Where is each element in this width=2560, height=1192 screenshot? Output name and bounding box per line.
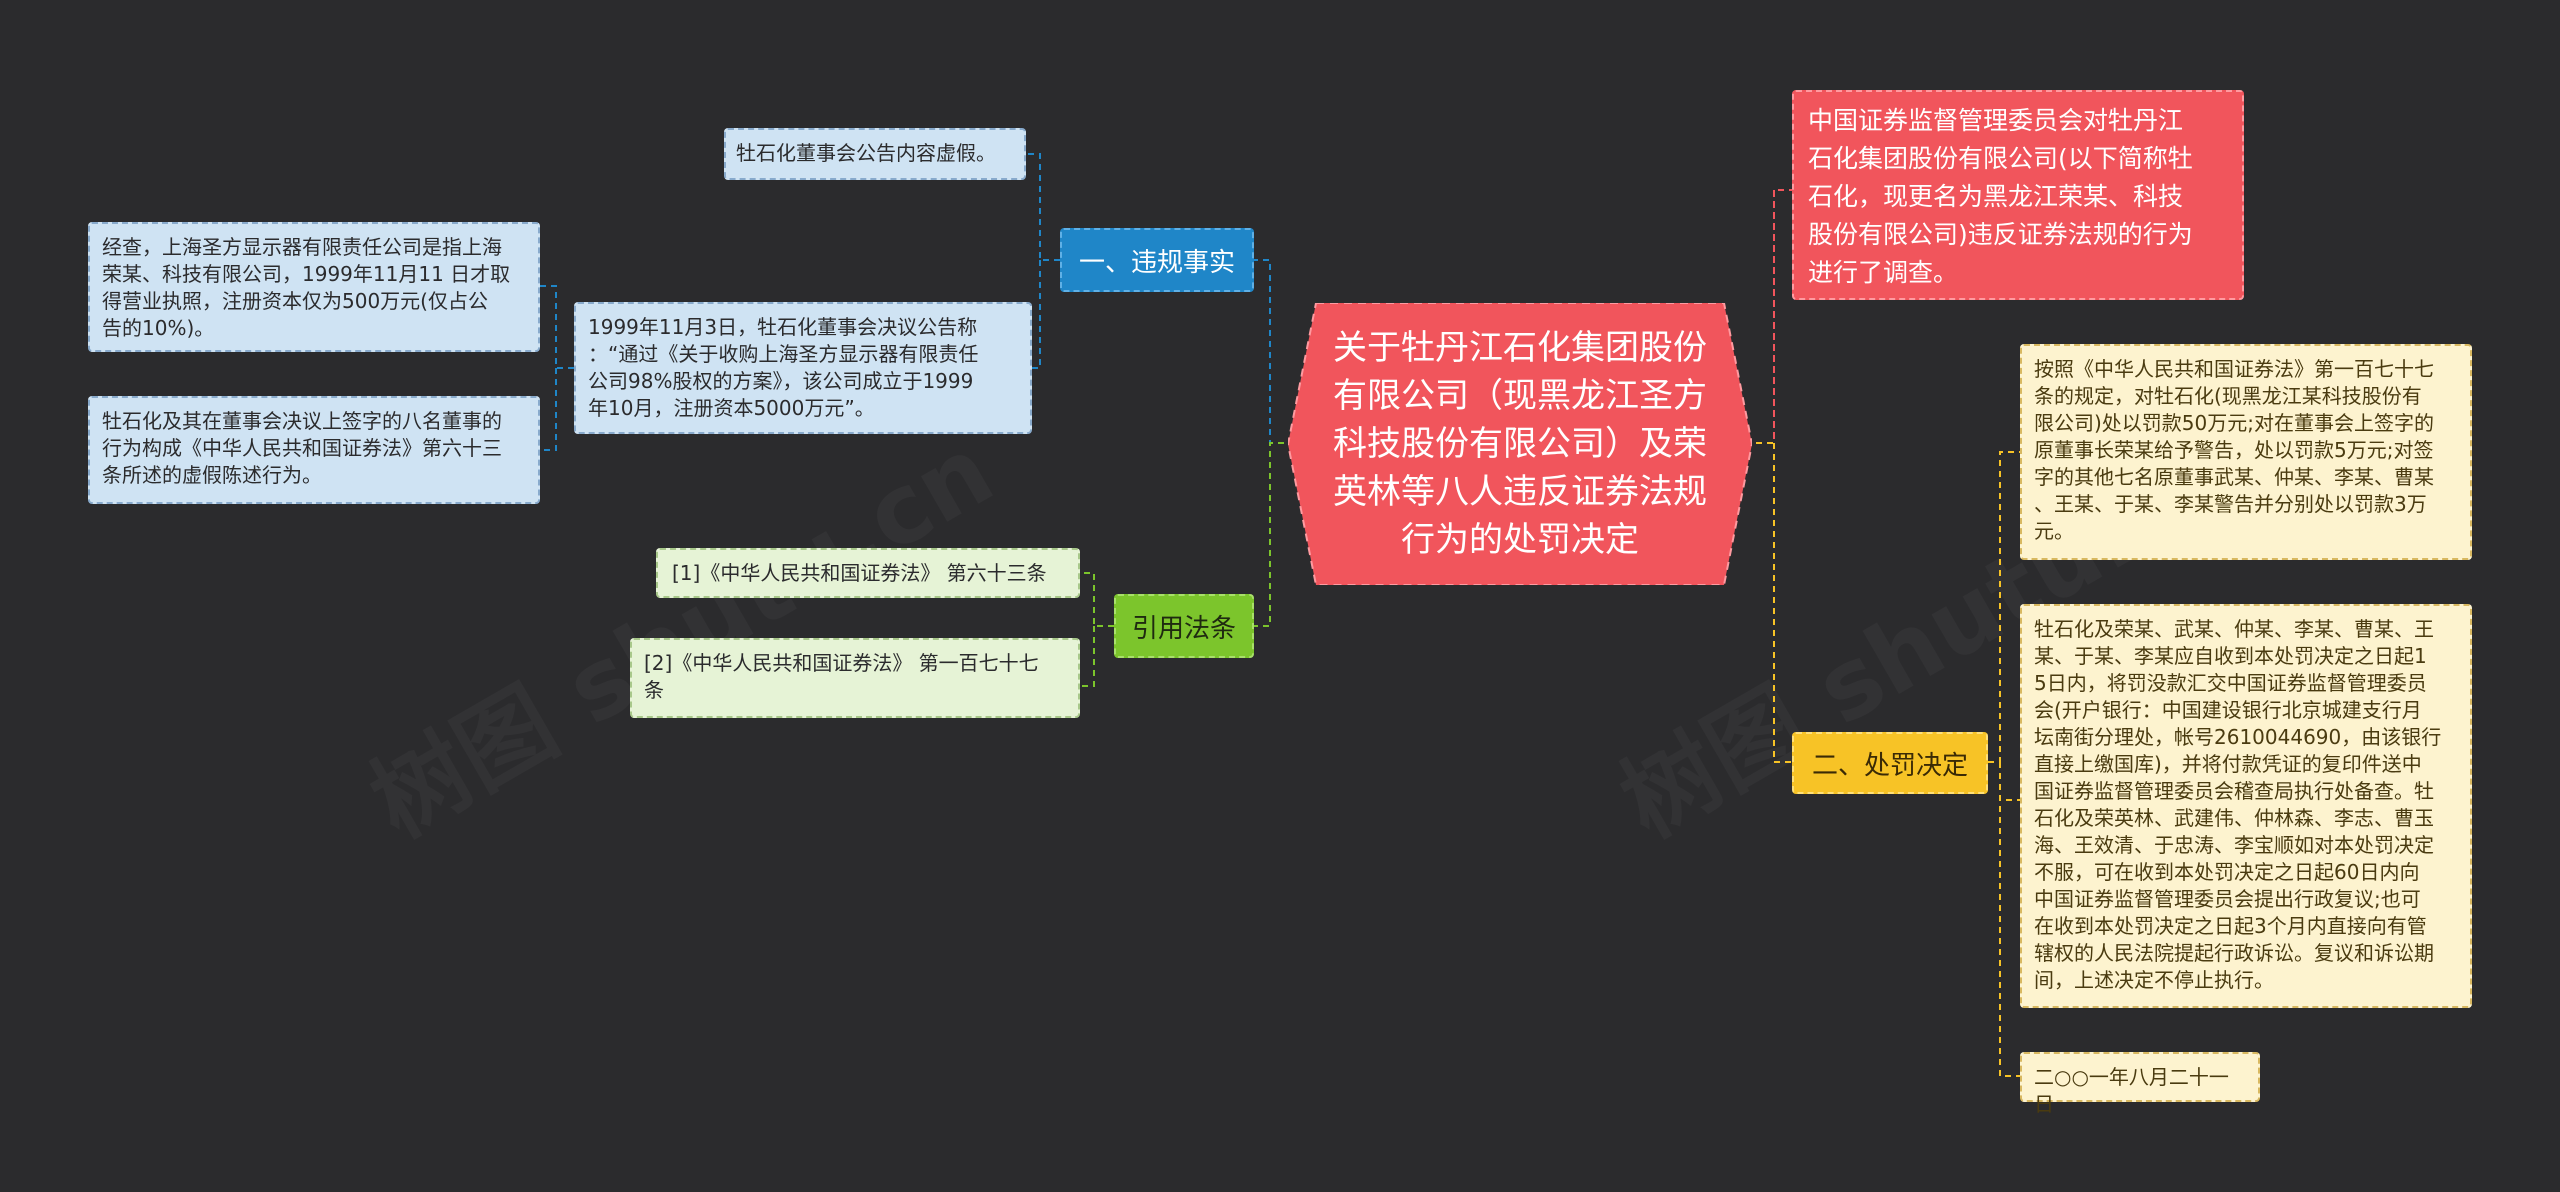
connector-central-right-yellow <box>1756 442 1792 763</box>
branch-facts-label: 一、违规事实 <box>1078 247 1235 278</box>
decision-item-fines[interactable]: 按照《中华人民共和国证券法》第一百七十七 条的规定，对牡石化(现黑龙江某科技股份… <box>2020 344 2472 560</box>
connector-central-facts <box>1254 259 1284 444</box>
decision-item-date[interactable]: 二○○一年八月二十一日 <box>2020 1052 2260 1116</box>
facts-item-resolution[interactable]: 1999年11月3日，牡石化董事会决议公告称 ：“通过《关于收购上海圣方显示器有… <box>574 302 1032 434</box>
connector-central-laws <box>1254 442 1284 627</box>
facts-subitem-investigation[interactable]: 经查，上海圣方显示器有限责任公司是指上海 荣某、科技有限公司，1999年11月1… <box>88 222 540 352</box>
branch-decision[interactable]: 二、处罚决定 <box>1792 732 1988 794</box>
connector-decision-items <box>1988 451 2020 1077</box>
decision-item-payment[interactable]: 牡石化及荣某、武某、仲某、李某、曹某、王 某、于某、李某应自收到本处罚决定之日起… <box>2020 604 2472 1008</box>
connector-facts-subitems <box>540 285 574 451</box>
connector-laws-items <box>1080 572 1114 687</box>
branch-decision-label: 二、处罚决定 <box>1811 750 1968 781</box>
branch-facts[interactable]: 一、违规事实 <box>1060 228 1254 292</box>
central-topic[interactable]: 关于牡丹江石化集团股份有限公司（现黑龙江圣方科技股份有限公司）及荣英林等八人违反… <box>1288 303 1752 585</box>
branch-laws[interactable]: 引用法条 <box>1114 594 1254 658</box>
law-item-2[interactable]: [2]《中华人民共和国证券法》 第一百七十七 条 <box>630 638 1080 718</box>
facts-subitem-violation[interactable]: 牡石化及其在董事会决议上签字的八名董事的 行为构成《中华人民共和国证券法》第六十… <box>88 396 540 504</box>
connector-central-right <box>1756 189 1792 763</box>
law-item-1[interactable]: [1]《中华人民共和国证券法》 第六十三条 <box>656 548 1080 598</box>
facts-item-false-announcement[interactable]: 牡石化董事会公告内容虚假。 <box>724 128 1026 180</box>
central-topic-shape <box>1288 303 1752 585</box>
central-topic-text: 关于牡丹江石化集团股份有限公司（现黑龙江圣方科技股份有限公司）及荣英林等八人违反… <box>1333 328 1707 560</box>
branch-laws-label: 引用法条 <box>1131 613 1236 644</box>
intro-statement[interactable]: 中国证券监督管理委员会对牡丹江 石化集团股份有限公司(以下简称牡 石化，现更名为… <box>1792 90 2244 300</box>
